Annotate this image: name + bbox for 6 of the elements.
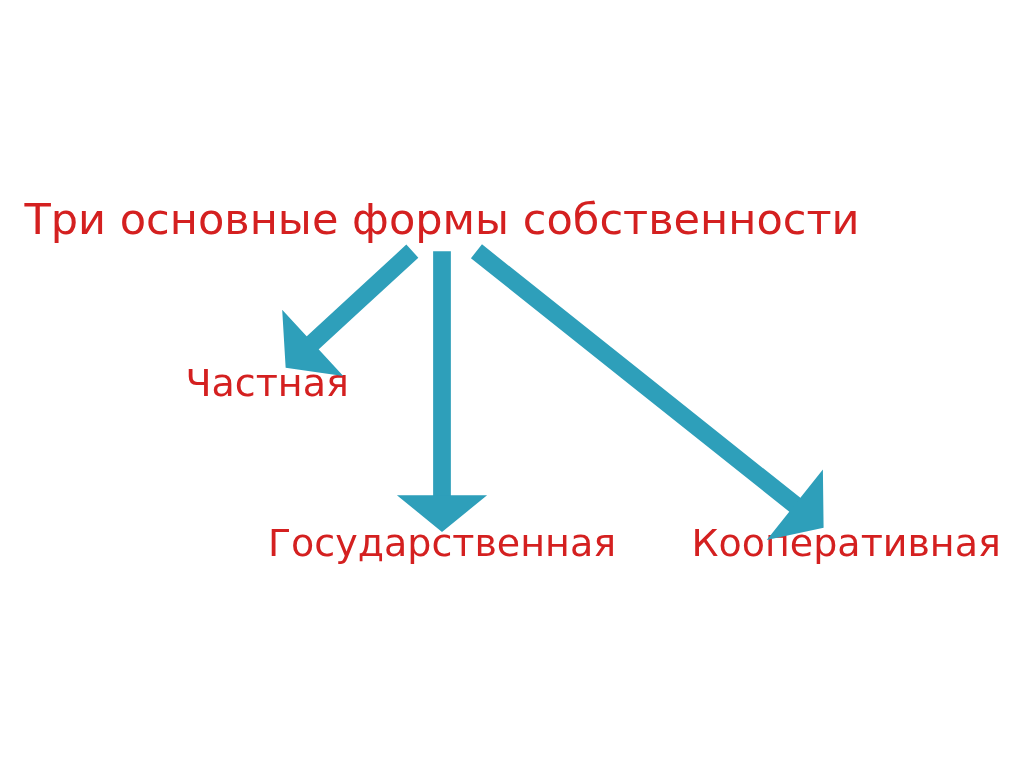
node-text: Три основные формы собственности (24, 193, 860, 244)
arrow (470, 244, 824, 541)
arrow (282, 244, 419, 376)
node-text: Кооперативная (691, 521, 1001, 566)
node-text: Государственная (267, 521, 617, 566)
node-text: Частная (185, 360, 349, 405)
